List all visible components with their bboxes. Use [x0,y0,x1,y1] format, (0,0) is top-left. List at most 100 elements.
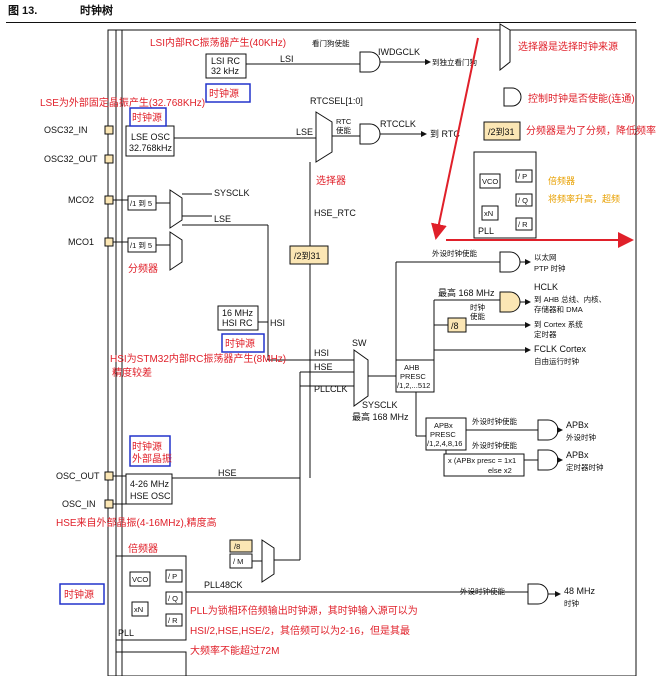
prescaler-annotation: 分频器 [128,262,158,275]
hsi-annotation: HSI为STM32内部RC振荡器产生(8MHz) [110,352,286,365]
pll-annotation: PLL为锁相环倍频输出时钟源，其时钟输入源可以为 [190,604,418,617]
svg-text:MCO2: MCO2 [68,195,94,205]
pin-osc32-in: OSC32_IN [44,125,114,135]
lsi-rc-block: LSI RC 32 kHz [205,53,247,79]
svg-text:/ P: / P [168,572,177,581]
selector-annotation: 选择器 [316,174,346,187]
figure-title: 时钟树 [80,3,113,17]
svg-text:xN: xN [134,605,143,614]
figure-number: 图 13. [8,4,37,17]
legend-divider-icon [483,121,521,141]
clock-source-box-1 [205,83,251,103]
pin-osc32-out: OSC32_OUT [44,154,114,164]
svg-text:存储器和 DMA: 存储器和 DMA [534,304,583,314]
cortex-timer-label: 到 Cortex 系统 [534,319,583,329]
apb-timer-multiplier: x (APBx presc = 1x1 else x2 [443,453,525,477]
fclk-label: FCLK Cortex [534,344,587,354]
sw-label: SW [352,338,367,348]
eth-enable-label: 外设时钟使能 [432,248,477,258]
legend-divider-text: 分频器是为了分频，降低频率 [526,124,656,137]
svg-text:PRESC: PRESC [430,430,456,439]
svg-text:/ P: / P [518,172,527,181]
rtc-selector-mux [315,111,333,163]
svg-text:PLL: PLL [478,226,494,236]
pin-osc-out: OSC_OUT [56,471,114,481]
pin-osc-in: OSC_IN [62,499,114,509]
hse-rtc-label: HSE_RTC [314,208,356,218]
svg-text:自由运行时钟: 自由运行时钟 [534,356,579,366]
to-rtc-label: 到 RTC [430,128,460,139]
svg-text:VCO: VCO [132,575,148,584]
svg-text:使能: 使能 [336,125,351,135]
svg-text:AHB: AHB [404,363,419,372]
rtc-enable-label: RTC [336,117,352,126]
lse-annotation: LSE为外部固定晶振产生(32.768KHz) [40,96,205,109]
lsi-label: LSI [280,54,294,64]
apbx-timer-label: APBx [566,450,589,460]
svg-text:/ R: / R [518,220,528,229]
apbx-periph-gate [537,419,559,441]
clock-source-label-3: 时钟源 [225,337,255,350]
hse-to-sw-label: HSE [314,362,333,372]
sysclk-max-label: 最高 168 MHz [352,411,409,422]
svg-text:/ Q: / Q [168,594,178,603]
hclk-gate [499,291,521,313]
svg-text:APBx: APBx [434,421,453,430]
clock-source-box-5 [59,583,105,605]
legend-gate-icon [503,87,522,107]
svg-text:MCO1: MCO1 [68,237,94,247]
pll-divM: / M [229,553,253,569]
svg-text:/8: /8 [451,321,459,331]
usb-48mhz-label: 48 MHz [564,586,596,596]
clk-enable-label: 时钟 [470,302,485,312]
svg-text:HSI/2,HSE,HSE/2，其倍频可以为2-16，但是其: HSI/2,HSE,HSE/2，其倍频可以为2-16，但是其最 [190,624,410,637]
svg-text:xN: xN [484,209,493,218]
svg-text:VCO: VCO [482,177,498,186]
to-iwdg-label: 到独立看门狗 [432,57,477,67]
svg-text:PTP 时钟: PTP 时钟 [534,263,566,273]
clock-source-box-3 [221,333,265,353]
svg-text:32.768kHz: 32.768kHz [129,143,173,153]
svg-text:32 kHz: 32 kHz [211,66,240,76]
hse-osc-block: 4-26 MHz HSE OSC [125,473,173,505]
svg-text:OSC32_OUT: OSC32_OUT [44,154,98,164]
svg-text:LSE OSC: LSE OSC [131,132,171,142]
svg-text:PLL: PLL [118,628,134,638]
iwdg-gate [359,51,381,73]
lsi-annotation: LSI内部RC振荡器产生(40KHz) [150,36,286,49]
pin-mco1: MCO1 [68,237,114,247]
clock-source-box-4 [129,435,171,467]
svg-text:/ Q: / Q [518,196,528,205]
svg-text:/2到31: /2到31 [488,126,515,137]
sysclk-label: SYSCLK [362,400,398,410]
svg-text:OSC_OUT: OSC_OUT [56,471,100,481]
legend-pll-block: VCO xN / P / Q / R PLL [473,151,537,239]
svg-text:/1 到 5: /1 到 5 [130,199,152,208]
pin-mco2: MCO2 [68,195,114,205]
svg-text:/2到31: /2到31 [294,250,321,261]
diagram-frame [107,29,637,676]
clock-source-box-2 [129,107,167,127]
svg-text:x (APBx presc = 1x1: x (APBx presc = 1x1 [448,456,516,465]
svg-text:HSE OSC: HSE OSC [130,491,171,501]
rtcclk-label: RTCCLK [380,119,416,129]
apb-enable-1-label: 外设时钟使能 [472,416,517,426]
legend-mult-a: 倍频器 [548,175,575,186]
legend-gate-text: 控制时钟是否使能(连通) [528,92,635,105]
svg-text:/ R: / R [168,616,178,625]
apbx-periph-label: APBx [566,420,589,430]
hse-annotation: HSE来自外部晶振(4-16MHz),精度高 [56,516,217,529]
svg-text:OSC32_IN: OSC32_IN [44,125,88,135]
legend-selector-icon [499,23,511,72]
svg-text:/1,2,...512: /1,2,...512 [397,381,430,390]
legend-selector-text: 选择器是选择时钟来源 [518,40,618,53]
eth-label: 以太网 [534,252,557,262]
mco1-divider: /1 到 5 [127,237,157,253]
pll-source-label: 时钟源 [64,588,94,601]
svg-text:外部晶振: 外部晶振 [132,452,172,465]
lower-block [115,651,187,676]
pll-mult-annotation: 倍频器 [128,542,158,555]
apbx-timer-gate [537,449,559,471]
svg-text:OSC_IN: OSC_IN [62,499,96,509]
pll-div2: /8 [229,539,253,553]
